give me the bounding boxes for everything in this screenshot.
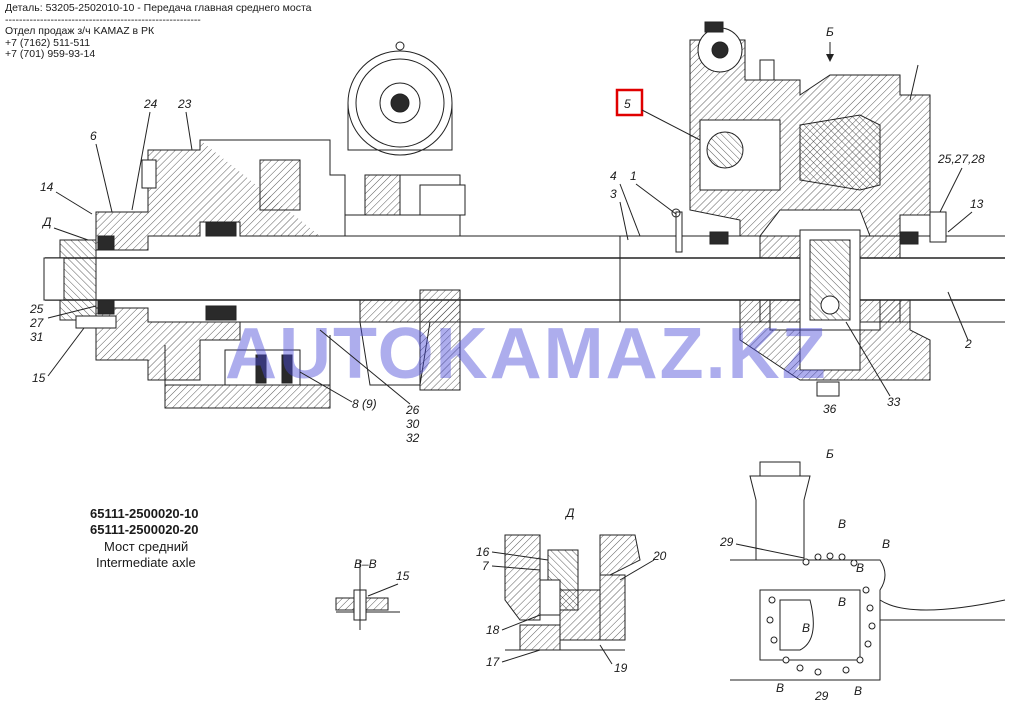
callout-4: 4: [610, 169, 617, 183]
view-b-section-mark-6: В: [776, 681, 784, 695]
view-b-callout-29-bottom: 29: [814, 689, 829, 703]
view-b-section-mark-5: В: [802, 621, 810, 635]
detail-callout-19: 19: [614, 661, 628, 675]
callout-25: 25: [29, 302, 44, 316]
callout-32: 32: [406, 431, 420, 445]
callout-33: 33: [887, 395, 901, 409]
callout-d: Д: [41, 215, 52, 229]
header-block: Деталь: 53205-2502010-10 - Передача глав…: [5, 2, 312, 61]
view-b-section-mark-3: В: [856, 561, 864, 575]
axle-name-ru: Мост средний: [104, 539, 188, 554]
detail-callout-16: 16: [476, 545, 490, 559]
view-b-section-mark-7: В: [854, 684, 862, 698]
callout-23: 23: [177, 97, 192, 111]
main-callouts: 24 23 6 14 Д 25 27 31 15 8 (9) 26 30 32 …: [29, 25, 985, 445]
detail-callout-7: 7: [482, 559, 490, 573]
watermark-text: AUTOKAMAZ.KZ: [225, 314, 828, 394]
phone-2: +7 (701) 959-93-14: [5, 48, 96, 60]
detail-d-view: Д 16 7 20 18 17 19: [476, 506, 667, 675]
view-b: Б 29 29 В В: [719, 447, 1006, 703]
callout-5[interactable]: 5: [624, 97, 631, 111]
sales-department: Отдел продаж з/ч KAMAZ в РК: [5, 25, 155, 37]
main-section-view: [43, 21, 1005, 409]
callout-2: 2: [964, 337, 972, 351]
callout-1: 1: [630, 169, 637, 183]
detail-callout-17: 17: [486, 655, 501, 669]
view-b-label: Б: [826, 447, 834, 461]
callout-24: 24: [143, 97, 158, 111]
detail-title: Деталь: 53205-2502010-10 - Передача глав…: [5, 2, 312, 14]
callout-36: 36: [823, 402, 837, 416]
title-block: 65111-2500020-10 65111-2500020-20 Мост с…: [90, 506, 198, 570]
model-code-2: 65111-2500020-20: [90, 522, 198, 537]
vv-callout-15: 15: [396, 569, 410, 583]
view-b-section-mark-2: В: [882, 537, 890, 551]
bolt-circle-holes: [766, 552, 876, 676]
callout-6: 6: [90, 129, 97, 143]
callout-25-27-28: 25,27,28: [937, 152, 985, 166]
callout-31: 31: [30, 330, 43, 344]
model-code-1: 65111-2500020-10: [90, 506, 198, 521]
callout-3: 3: [610, 187, 617, 201]
phone-1: +7 (7162) 511-511: [5, 36, 91, 49]
section-vv-view: В–В 15: [335, 557, 410, 630]
view-b-callout-29-top: 29: [719, 535, 734, 549]
view-b-label-top: Б: [826, 25, 834, 39]
detail-callout-20: 20: [652, 549, 667, 563]
detail-d-label: Д: [564, 506, 575, 520]
callout-13: 13: [970, 197, 984, 211]
callout-8-9: 8 (9): [352, 397, 377, 411]
callout-15: 15: [32, 371, 46, 385]
highlight-box[interactable]: [615, 88, 644, 117]
axle-name-en: Intermediate axle: [96, 555, 196, 570]
callout-14: 14: [40, 180, 54, 194]
callout-27: 27: [29, 316, 45, 330]
section-vv-label: В–В: [354, 557, 377, 571]
view-b-section-mark-1: В: [838, 517, 846, 531]
header-separator: ----------------------------------------…: [5, 13, 201, 26]
detail-callout-18: 18: [486, 623, 500, 637]
callout-26: 26: [405, 403, 420, 417]
callout-30: 30: [406, 417, 420, 431]
view-b-section-mark-4: В: [838, 595, 846, 609]
